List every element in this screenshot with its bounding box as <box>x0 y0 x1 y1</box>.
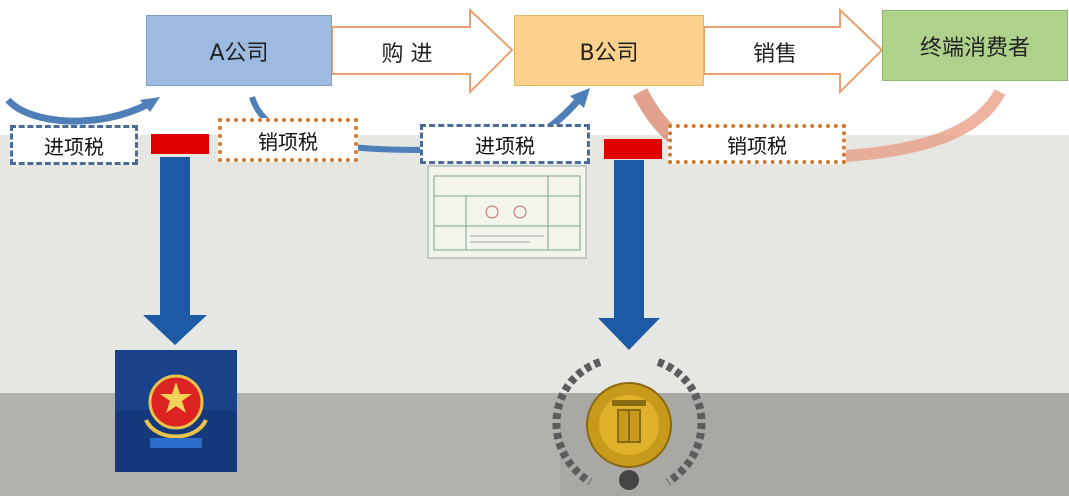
down-arrow-a <box>143 157 207 345</box>
sales-arrow <box>703 7 884 95</box>
a-red-bar <box>151 134 209 154</box>
b-input-tax-box: 进项税 <box>420 124 590 164</box>
curve-arrow-left <box>5 97 152 125</box>
b-output-tax-box: 销项税 <box>668 124 846 164</box>
a-input-tax-box: 进项税 <box>10 125 138 165</box>
purchase-label: 购 进 <box>381 42 433 67</box>
invoice-icon <box>427 165 587 259</box>
curve-consumer-to-b <box>844 89 1006 162</box>
down-arrow-b <box>598 160 660 350</box>
a-output-tax-box: 销项税 <box>218 118 358 162</box>
purchase-arrow <box>331 7 514 95</box>
company-a-box: A公司 <box>146 15 332 86</box>
tax-emblem-wreath-icon <box>552 358 706 490</box>
tax-bureau-emblem-icon <box>115 350 237 472</box>
sales-label: 销售 <box>752 42 797 67</box>
company-b-box: B公司 <box>514 15 704 86</box>
consumer-box: 终端消费者 <box>882 10 1068 81</box>
b-red-bar <box>604 139 662 159</box>
